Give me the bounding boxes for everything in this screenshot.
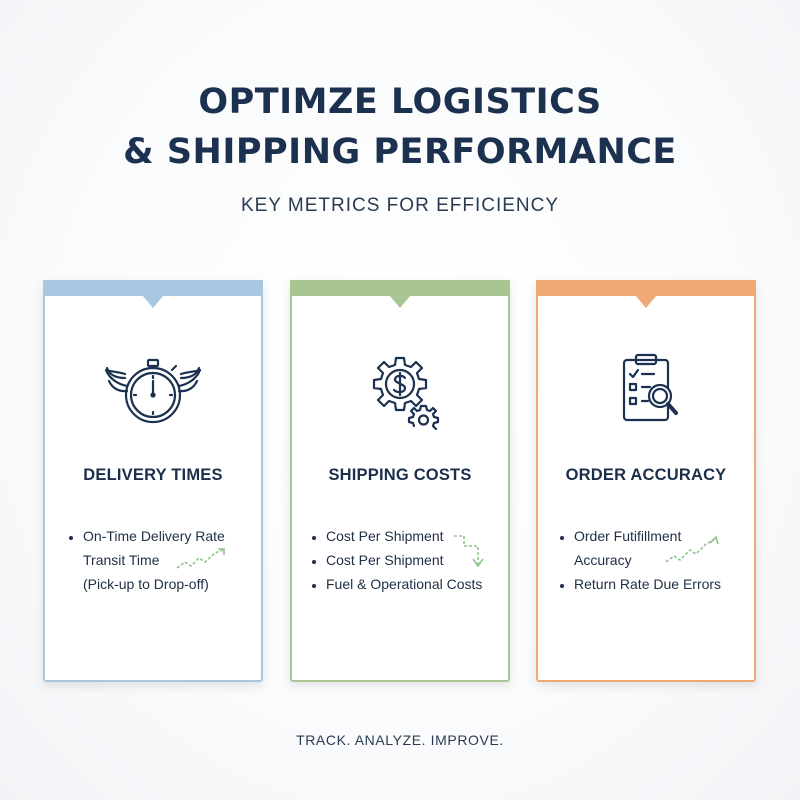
card-heading: ORDER ACCURACY: [565, 466, 727, 484]
trend-down-icon: [454, 535, 484, 568]
metric-line: Fuel & Operational Costs: [326, 576, 483, 592]
bullet-dot: [560, 536, 564, 540]
gear-dollar-icon: [350, 348, 450, 431]
metric-line: (Pick-up to Drop-off): [83, 576, 209, 592]
bullet-dot: [312, 536, 316, 540]
bullet-dot: [69, 536, 73, 540]
card-heading: DELIVERY TIMES: [83, 466, 223, 484]
metric-line: On-Time Delivery Rate: [83, 528, 225, 544]
card-accent-band: [290, 280, 510, 296]
footer-tagline: TRACK. ANALYZE. IMPROVE.: [296, 732, 504, 748]
card-delivery-times: DELIVERY TIMES On-Time Delivery Rate Tra…: [43, 280, 263, 682]
trend-up-icon: [665, 535, 719, 563]
winged-stopwatch-icon: [103, 348, 203, 430]
metric-line: Cost Per Shipment: [326, 528, 444, 544]
card-accent-band: [43, 280, 263, 296]
metric-line: Order Futifillment: [574, 528, 682, 544]
bullet-dot: [560, 584, 564, 588]
bullet-dot: [312, 584, 316, 588]
card-order-accuracy: ORDER ACCURACY Order Futifillment Accura…: [536, 280, 756, 682]
bullet-dot: [312, 560, 316, 564]
metric-line: Return Rate Due Errors: [574, 576, 722, 592]
card-shipping-costs: SHIPPING COSTS Cost Per Shipment Cost Pe…: [290, 280, 510, 682]
page-title-line-2: & SHIPPING PERFORMANCE: [123, 132, 677, 172]
card-heading: SHIPPING COSTS: [328, 466, 472, 484]
card-accent-notch: [142, 295, 164, 308]
metric-line: Transit Time: [83, 552, 160, 568]
card-accent-notch: [389, 295, 411, 308]
trend-up-icon: [176, 548, 225, 569]
card-accent-notch: [635, 295, 657, 308]
card-accent-band: [536, 280, 756, 296]
metric-line: Accuracy: [574, 552, 632, 568]
metric-line: Cost Per Shipment: [326, 552, 444, 568]
page-title-line-1: OPTIMZE LOGISTICS: [198, 82, 602, 122]
page-subtitle: KEY METRICS FOR EFFICIENCY: [240, 195, 560, 216]
clipboard-magnifier-icon: [596, 348, 696, 430]
